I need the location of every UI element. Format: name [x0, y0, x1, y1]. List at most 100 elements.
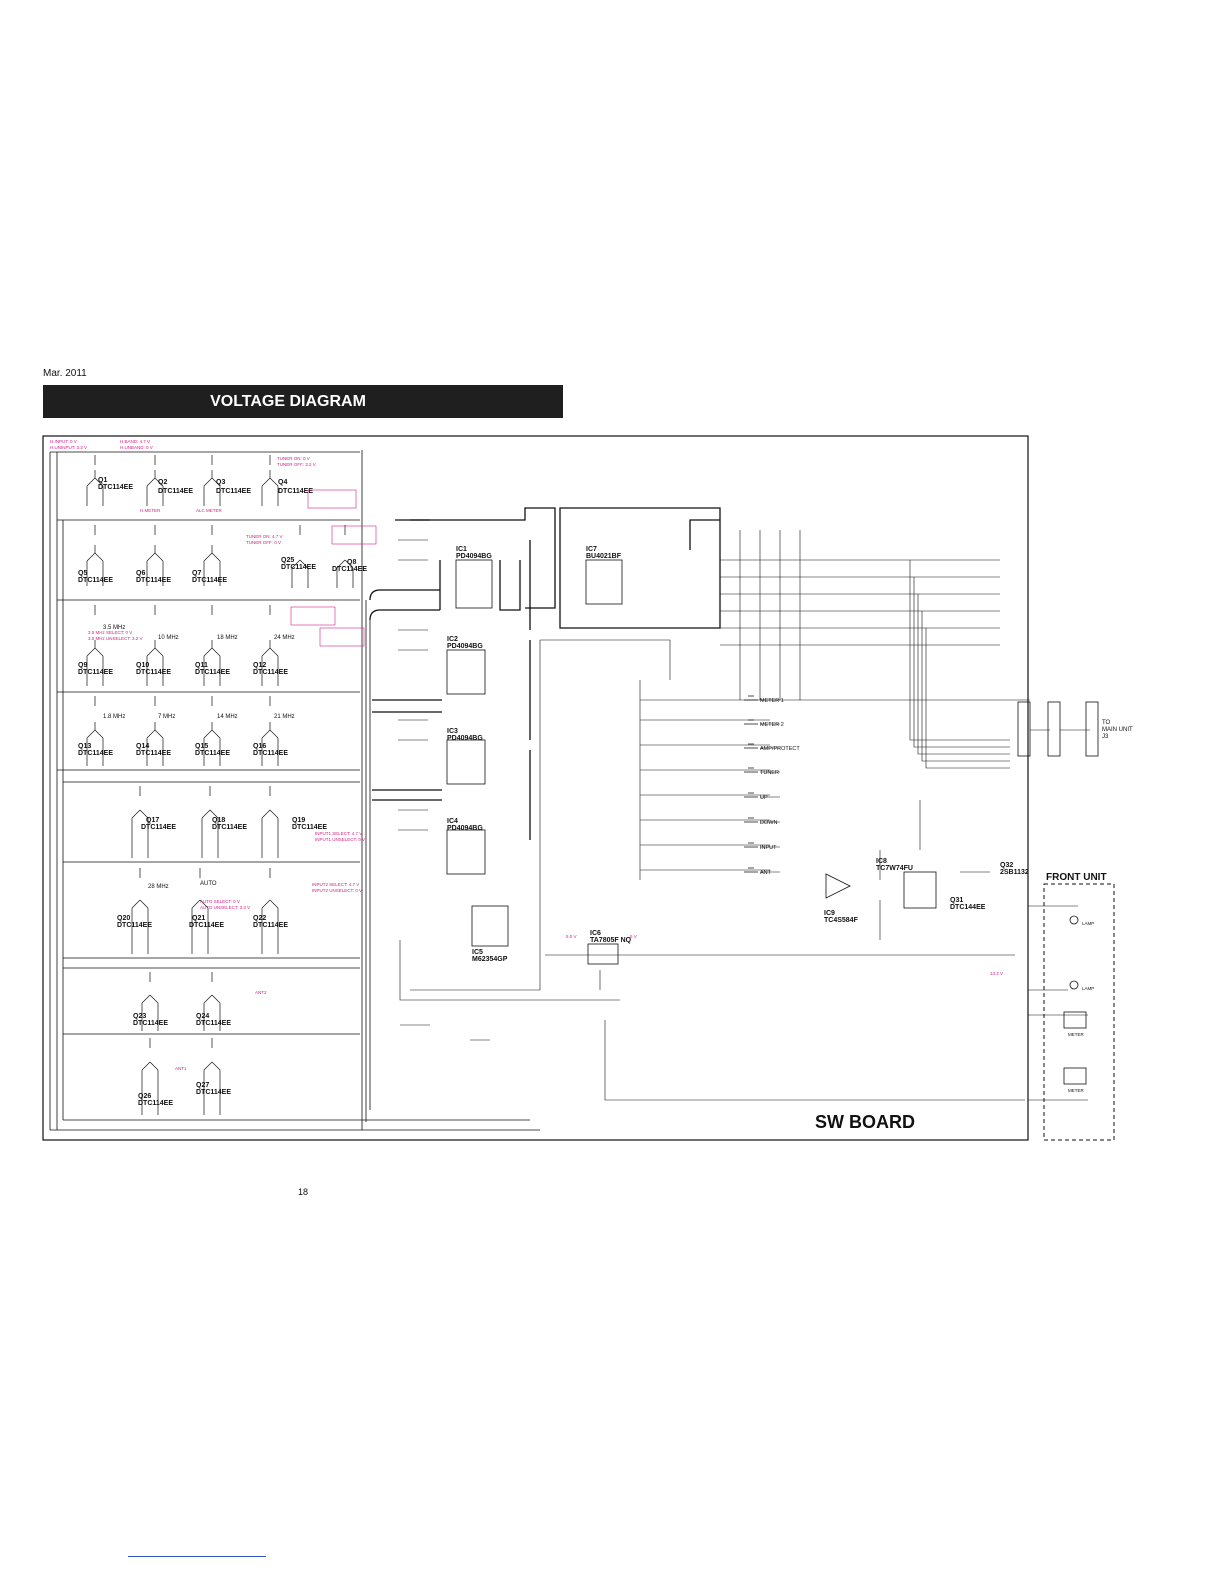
q26-part: DTC114EE — [138, 1100, 173, 1107]
switch-symbols — [744, 695, 758, 873]
q21-part: DTC114EE — [189, 922, 224, 929]
ic9-label: IC9 — [824, 910, 835, 917]
band-7: 7 MHz — [158, 714, 175, 720]
annotation-tuner-on: TUNER ON: 0 V — [277, 456, 310, 461]
band-auto: AUTO — [200, 881, 217, 887]
sw-board-frame — [42, 435, 1029, 1141]
to-main-line3: J3 — [1102, 734, 1109, 740]
annotation-input-off: H.UNINPUT: 3.3 V — [50, 445, 87, 450]
q17-label: Q17 — [146, 817, 159, 824]
lamp1-label: LAMP — [1082, 921, 1094, 926]
annotation-input2-off: INPUT2 UNSELECT: 0 V — [312, 888, 362, 893]
annotation-35-off: 3.5 MHz UNSELECT: 3.2 V — [88, 636, 143, 641]
switch-labels: METER 1 METER 2 AMP/PROTECT TUNER UP DOW… — [760, 698, 800, 876]
annotation-input1-on: INPUT1 SELECT: 4.7 V — [315, 831, 362, 836]
switch-meter2: METER 2 — [760, 722, 784, 728]
q31-label: Q31 — [950, 897, 963, 904]
annotation-ant1: ANT1 — [175, 1066, 187, 1071]
q19-part: DTC114EE — [292, 824, 327, 831]
q4-label: Q4 — [278, 479, 287, 486]
q8-part: DTC114EE — [332, 566, 367, 573]
q17-part: DTC114EE — [141, 824, 176, 831]
q7-part: DTC114EE — [192, 577, 227, 584]
q6-part: DTC114EE — [136, 577, 171, 584]
front-unit-title: FRONT UNIT — [1046, 872, 1107, 883]
q18-label: Q18 — [212, 817, 225, 824]
band-21: 21 MHz — [274, 714, 295, 720]
q2-part: DTC114EE — [158, 488, 193, 495]
to-main-unit: TO MAIN UNIT J3 — [1102, 720, 1133, 740]
front-unit-frame — [1043, 883, 1115, 1141]
switch-up: UP — [760, 795, 768, 801]
ic8-label: IC8 — [876, 858, 887, 865]
q21-label: Q21 — [192, 915, 205, 922]
ic4-label: IC4 — [447, 818, 458, 825]
q15-label: Q15 — [195, 743, 208, 750]
q26-label: Q26 — [138, 1093, 151, 1100]
q22-part: DTC114EE — [253, 922, 288, 929]
annotation-tuner-on-2: TUNER ON: 4.7 V — [246, 534, 283, 539]
annotation-ant2: ANT2 — [255, 990, 267, 995]
q6-label: Q6 — [136, 570, 145, 577]
band-1-8: 1.8 MHz — [103, 714, 125, 720]
q32-part: 2SB1132 — [1000, 869, 1029, 876]
q23-label: Q23 — [133, 1013, 146, 1020]
band-3-5: 3.5 MHz — [103, 625, 125, 631]
q19-label: Q19 — [292, 817, 305, 824]
q13-label: Q13 — [78, 743, 91, 750]
q4-part: DTC114EE — [278, 488, 313, 495]
meter2-label: METER — [1068, 1088, 1085, 1093]
q16-part: DTC114EE — [253, 750, 288, 757]
ic2-part: PD4094BG — [447, 643, 483, 650]
q25-part: DTC114EE — [281, 564, 316, 571]
front-unit-labels: LAMP LAMP METER METER — [1068, 921, 1094, 1093]
q10-part: DTC114EE — [136, 669, 171, 676]
switch-ant: ANT — [760, 870, 772, 876]
ic2-label: IC2 — [447, 636, 458, 643]
q9-label: Q9 — [78, 662, 87, 669]
q2-label: Q2 — [158, 479, 167, 486]
q10-label: Q10 — [136, 662, 149, 669]
q1-part: DTC114EE — [98, 484, 133, 491]
ic-boxes — [446, 559, 937, 965]
footer-link-line[interactable] — [128, 1556, 266, 1557]
annotation-13v: 13.2 V — [990, 971, 1003, 976]
ic4-part: PD4094BG — [447, 825, 483, 832]
band-28: 28 MHz — [148, 884, 169, 890]
annotation-band-on: H.BAND: 4.7 V — [120, 439, 150, 444]
annotation-35-on: 3.5 MHz SELECT: 0 V — [88, 630, 132, 635]
annotation-5v: 5.0 V — [566, 934, 577, 939]
annotation-input2-on: INPUT2 SELECT: 4.7 V — [312, 882, 359, 887]
switch-input: INPUT — [760, 845, 777, 851]
q13-part: DTC114EE — [78, 750, 113, 757]
bus-lines — [369, 507, 721, 840]
q31-part: DTC144EE — [950, 904, 986, 911]
band-14: 14 MHz — [217, 714, 238, 720]
ic1-label: IC1 — [456, 546, 467, 553]
ic8-part: TC7W74FU — [876, 865, 913, 872]
to-main-line1: TO — [1102, 720, 1111, 726]
q27-label: Q27 — [196, 1082, 209, 1089]
meter1-label: METER — [1068, 1032, 1085, 1037]
switch-down: DOWN — [760, 820, 777, 826]
annotation-tuner-off: TUNER OFF: 3.2 V — [277, 462, 316, 467]
lamp2-label: LAMP — [1082, 986, 1094, 991]
q14-part: DTC114EE — [136, 750, 171, 757]
q5-label: Q5 — [78, 570, 87, 577]
annotation-alc-meter: ALC METER — [196, 508, 223, 513]
q9-part: DTC114EE — [78, 669, 113, 676]
q27-part: DTC114EE — [196, 1089, 231, 1096]
sw-board-title: SW BOARD — [815, 1112, 915, 1132]
ic5-label: IC5 — [472, 949, 483, 956]
q12-part: DTC114EE — [253, 669, 288, 676]
q25-label: Q25 — [281, 557, 294, 564]
ic7-part: BU4021BF — [586, 553, 622, 560]
annotation-tuner-off-2: TUNER OFF: 0 V — [246, 540, 281, 545]
q22-label: Q22 — [253, 915, 266, 922]
q1-label: Q1 — [98, 477, 107, 484]
q3-label: Q3 — [216, 479, 225, 486]
page-title: VOLTAGE DIAGRAM — [210, 392, 366, 410]
